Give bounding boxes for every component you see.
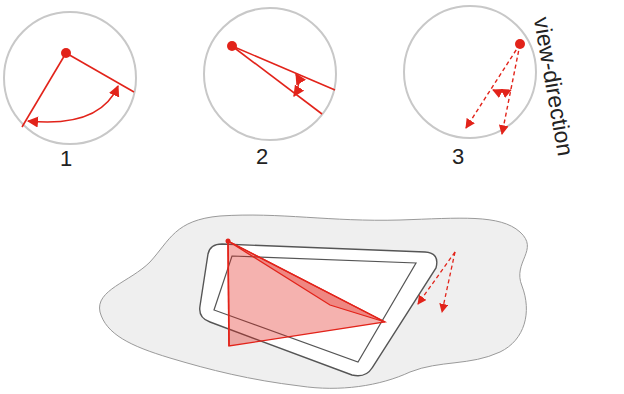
angle-circle-2 xyxy=(204,8,336,140)
callout-number: 2 xyxy=(256,146,268,168)
angle-circle-1 xyxy=(4,12,136,144)
direction-label: view-direction xyxy=(529,15,576,157)
angle-circle-3 xyxy=(404,6,536,138)
callout-number: 1 xyxy=(60,148,72,170)
terrain-scene xyxy=(100,215,528,388)
callout-number: 3 xyxy=(452,146,464,168)
